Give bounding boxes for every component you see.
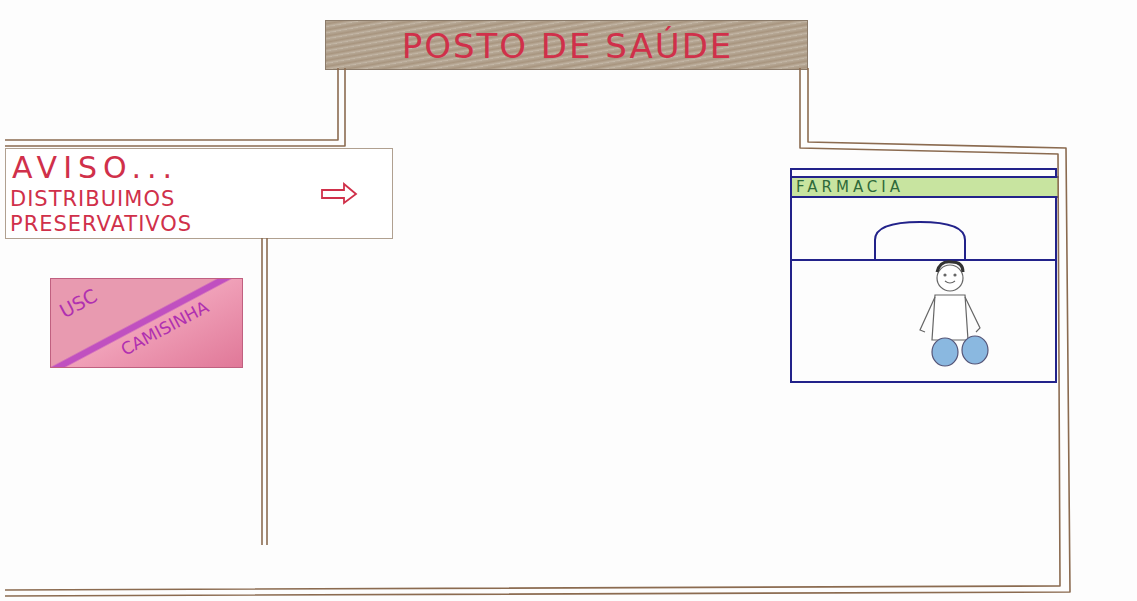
counter-line [792, 259, 1055, 261]
arrow-symbol [322, 184, 356, 203]
building-wall [5, 68, 1070, 596]
pharmacy-header: FARMACIA [792, 176, 1059, 198]
door-line [266, 238, 268, 545]
sign-band: POSTO DE SAÚDE [325, 20, 808, 70]
pharmacist-figure [920, 262, 988, 366]
building-wall [5, 68, 345, 146]
card-label: USC [56, 285, 101, 323]
card-label: CAMISINHA [118, 298, 212, 360]
door-line [261, 238, 263, 545]
counter-arch [875, 222, 965, 260]
sign-title: POSTO DE SAÚDE [336, 27, 799, 66]
notice-body: DISTRIBUIMOS PRESERVATIVOS [10, 187, 310, 237]
building-wall [5, 68, 1060, 590]
condom-card: USC CAMISINHA [50, 278, 243, 368]
notice-board: AVISO...DISTRIBUIMOS PRESERVATIVOS [5, 148, 393, 239]
pharmacy-box: FARMACIA [790, 168, 1057, 383]
building-wall [5, 68, 338, 140]
notice-heading: AVISO... [12, 151, 382, 186]
